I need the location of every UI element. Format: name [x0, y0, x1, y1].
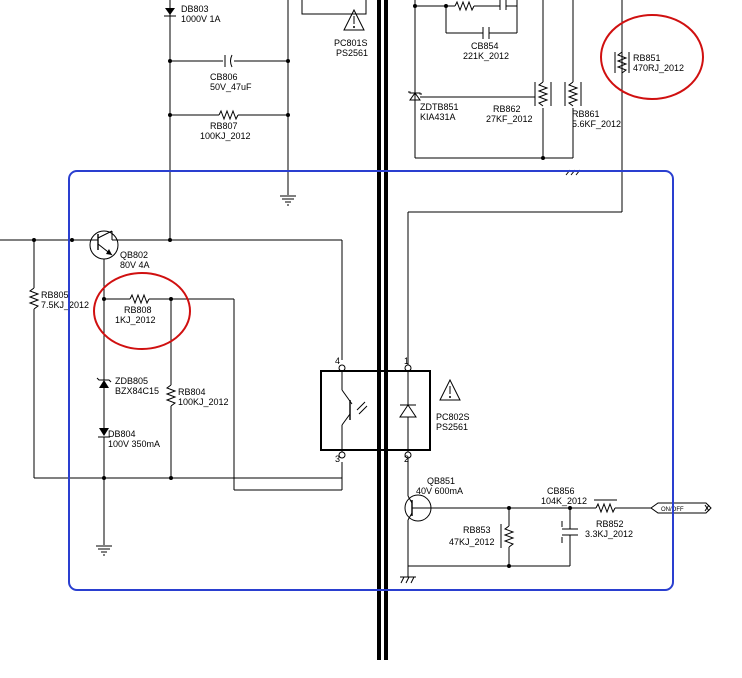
- warning-icon: [439, 378, 461, 401]
- rb861-ref: RB861: [572, 109, 600, 119]
- rb804-resistor: [165, 384, 177, 407]
- pc802s-body: [320, 370, 431, 451]
- highlight-circle-rb808: [93, 272, 191, 350]
- rb805-value: 7.5KJ_2012: [41, 300, 89, 310]
- top-left-circuit: DB803 1000V 1A CB806 50V_47uF RB807 100K…: [164, 0, 296, 240]
- zdb805-ref: ZDB805: [115, 376, 148, 386]
- cb854-value: 221K_2012: [463, 51, 509, 61]
- rb807-ref: RB807: [210, 121, 238, 131]
- secondary-side-circuit: QB851 40V 600mA RB853 47KJ_2012 CB856 10…: [400, 458, 712, 584]
- qb802-transistor: [89, 230, 119, 260]
- rb808-value: 1KJ_2012: [115, 315, 156, 325]
- pc802s-ref: PC802S: [436, 412, 470, 422]
- primary-side-circuit: QB802 80V 4A RB805 7.5KJ_2012 RB808 1KJ_…: [0, 230, 343, 556]
- pin-4-label: 4: [335, 356, 340, 366]
- pin-3-label: 3: [335, 454, 340, 464]
- zdb805-zener-diode: [96, 377, 112, 388]
- rb862-resistor: [534, 81, 552, 108]
- top-right-circuit: CB854 221K_2012 ZDTB851 KIA431A RB862 27…: [408, 0, 684, 213]
- cb854-ref: CB854: [471, 41, 499, 51]
- rb853-ref: RB853: [463, 525, 491, 535]
- zdtb851-ref: ZDTB851: [420, 102, 459, 112]
- rb804-ref: RB804: [178, 387, 206, 397]
- ground-icon: [280, 195, 296, 206]
- pc801s-value: PS2561: [336, 48, 368, 58]
- rb851-resistor: [614, 51, 630, 74]
- zdtb851-shunt-regulator: [409, 92, 421, 101]
- rb852-value: 3.3KJ_2012: [585, 529, 633, 539]
- rb805-resistor: [28, 287, 40, 310]
- on-off-connector: ON/OFF: [650, 502, 712, 514]
- zdb805-value: BZX84C15: [115, 386, 159, 396]
- rb808-resistor: [129, 293, 150, 305]
- db803-value: 1000V 1A: [181, 14, 221, 24]
- cb856-value: 104K_2012: [541, 496, 587, 506]
- signal-ground-icon: [400, 576, 416, 584]
- qb851-transistor: [404, 494, 432, 522]
- qb802-ref: QB802: [120, 250, 148, 260]
- rb851-ref: RB851: [633, 53, 661, 63]
- cb806-ref: CB806: [210, 72, 238, 82]
- cb806-capacitor-curve: [230, 54, 233, 68]
- rb862-value: 27KF_2012: [486, 114, 533, 124]
- qb851-ref: QB851: [427, 476, 455, 486]
- highlight-region-box: [68, 170, 674, 591]
- rb804-value: 100KJ_2012: [178, 397, 229, 407]
- qb851-value: 40V 600mA: [416, 486, 463, 496]
- rb852-ref: RB852: [596, 519, 624, 529]
- pc801s-optocoupler: PC801S PS2561: [301, 0, 368, 58]
- rb862-ref: RB862: [493, 104, 521, 114]
- pc802s-optocoupler: 4 1 3 2 PC802S PS2561: [320, 212, 470, 464]
- db803-ref: DB803: [181, 4, 209, 14]
- pc802s-value: PS2561: [436, 422, 468, 432]
- pin-1-label: 1: [404, 356, 409, 366]
- rb861-resistor: [564, 81, 582, 108]
- pin-2-label: 2: [404, 454, 409, 464]
- rb861-value: 5.6KF_2012: [572, 119, 621, 129]
- db803-diode-symbol: [165, 8, 175, 15]
- isolation-barrier: [377, 0, 388, 660]
- qb802-value: 80V 4A: [120, 260, 150, 270]
- rb805-ref: RB805: [41, 290, 69, 300]
- warning-icon: [343, 8, 365, 31]
- pc801s-ref: PC801S: [334, 38, 368, 48]
- highlight-circle-rb851: [600, 14, 704, 100]
- ground-icon: [96, 545, 112, 556]
- rb853-resistor: [500, 524, 515, 548]
- rb851-value: 470RJ_2012: [633, 63, 684, 73]
- rb807-value: 100KJ_2012: [200, 131, 251, 141]
- rb853-value: 47KJ_2012: [449, 537, 495, 547]
- rb807-resistor: [218, 109, 239, 121]
- zdtb851-value: KIA431A: [420, 112, 456, 122]
- rb852-resistor: [594, 499, 617, 514]
- light-arrow-icon: [356, 401, 366, 411]
- db804-ref: DB804: [108, 429, 136, 439]
- cb806-value: 50V_47uF: [210, 82, 252, 92]
- led-diode-symbol: [399, 404, 417, 418]
- rb808-ref: RB808: [124, 305, 152, 315]
- cb856-ref: CB856: [547, 486, 575, 496]
- db804-value: 100V 350mA: [108, 439, 160, 449]
